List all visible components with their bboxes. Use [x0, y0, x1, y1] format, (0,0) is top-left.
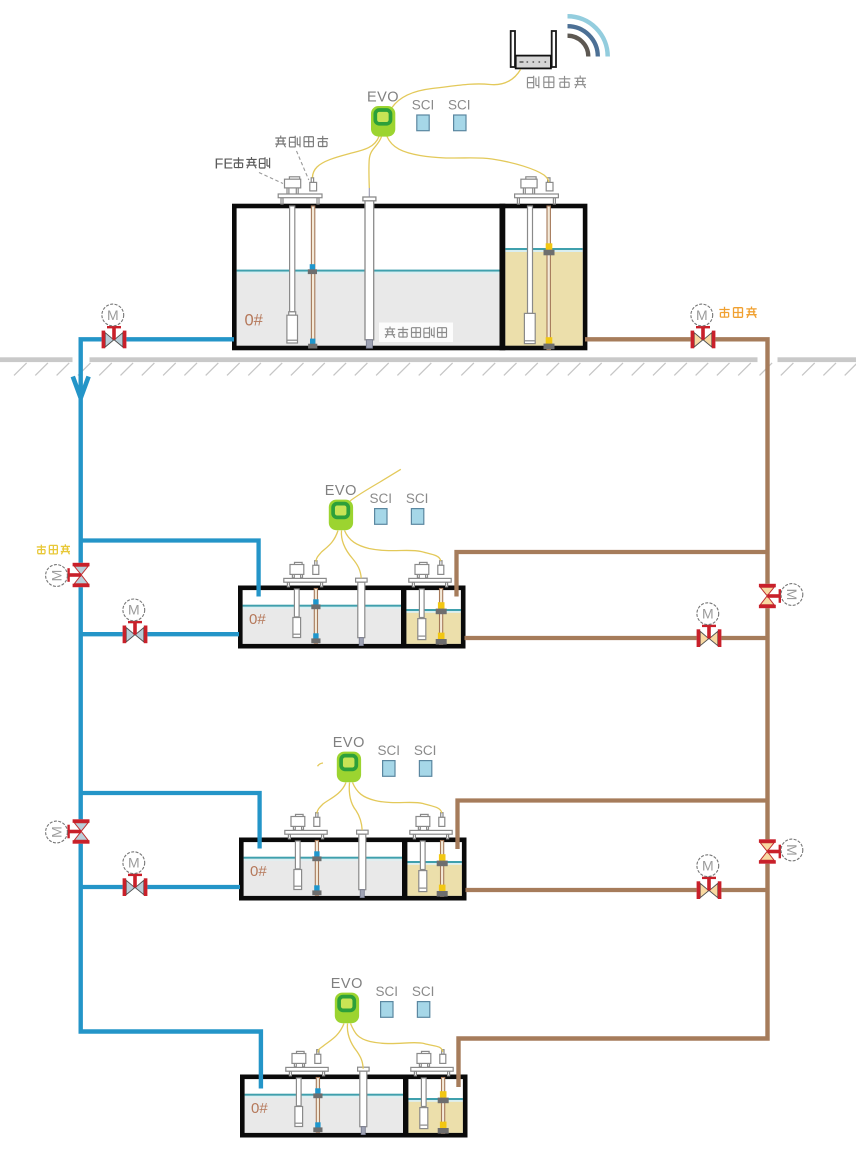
- svg-text:0#: 0#: [245, 312, 264, 330]
- svg-text:FE: FE: [215, 157, 234, 173]
